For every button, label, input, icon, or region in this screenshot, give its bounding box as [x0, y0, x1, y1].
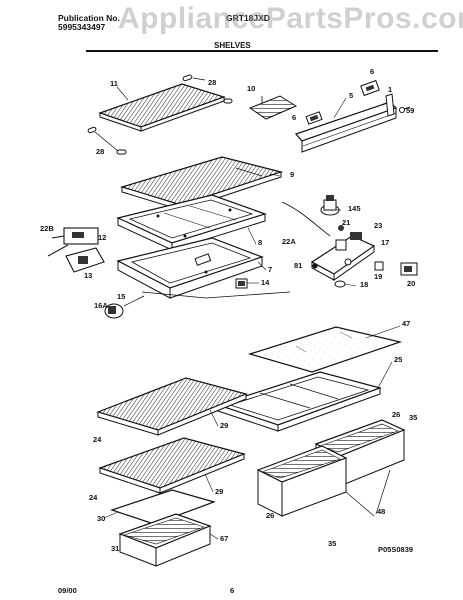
label-21: 21: [342, 218, 350, 227]
label-28-top: 28: [208, 78, 216, 87]
label-29-upper: 29: [220, 421, 228, 430]
shelf-frame-7: [116, 237, 291, 299]
label-15: 15: [117, 292, 125, 301]
socket-15-16a: [104, 295, 145, 319]
light-housing-12: [47, 227, 99, 257]
label-6-right: 6: [370, 67, 374, 76]
footer-page: 6: [230, 586, 235, 595]
label-26-right: 26: [392, 410, 400, 419]
screw-59: [399, 106, 411, 113]
knob-18: [334, 280, 346, 288]
label-22b: 22B: [40, 224, 54, 233]
label-19: 19: [374, 272, 382, 281]
diagram-code: P05S0839: [378, 545, 413, 554]
leader-lines: [103, 86, 401, 540]
label-31: 31: [111, 544, 119, 553]
thermostat-knob-145: [281, 195, 340, 237]
footer-date: 09/00: [58, 586, 77, 595]
clip-19: [374, 261, 384, 271]
label-17: 17: [381, 238, 389, 247]
label-22a: 22A: [282, 237, 296, 246]
label-29-lower: 29: [215, 487, 223, 496]
label-24-lower: 24: [89, 493, 98, 502]
publication-label: Publication No.: [58, 13, 120, 23]
label-14: 14: [261, 278, 270, 287]
screw-81: [312, 263, 318, 269]
label-25: 25: [394, 355, 402, 364]
part-labels: 11 28 28 10 6 6 5 1 59 9 145 21 23 22A 1…: [40, 67, 417, 553]
label-20: 20: [407, 279, 415, 288]
clip-14: [235, 278, 248, 289]
wire-shelf-lower-2: [98, 437, 246, 494]
label-16a: 16A: [94, 301, 108, 310]
label-23: 23: [374, 221, 382, 230]
label-13: 13: [84, 271, 92, 280]
wire-shelf-upper: [98, 83, 226, 132]
clip-6-right: [360, 79, 380, 97]
label-8: 8: [258, 238, 262, 247]
end-cap-1: [385, 93, 395, 117]
shelf-frame-8: [116, 194, 267, 251]
publication-number: 5995343497: [58, 22, 106, 32]
section-title: SHELVES: [214, 41, 251, 50]
label-35-left: 35: [328, 539, 336, 548]
label-35-right: 35: [409, 413, 417, 422]
glass-shelf-47: [247, 326, 403, 373]
label-26-left: 26: [266, 511, 274, 520]
drawer-31: [118, 513, 212, 567]
shelf-support-pins: [87, 74, 233, 155]
crisper-cover-frame-25: [216, 371, 383, 432]
trim-rail: [294, 101, 398, 153]
label-18: 18: [360, 280, 368, 289]
control-box: [310, 225, 376, 281]
label-7: 7: [268, 265, 272, 274]
crisper-drawer-left: [256, 445, 391, 517]
label-10: 10: [247, 84, 255, 93]
label-1: 1: [388, 85, 392, 94]
model-number: GRT18JXD: [226, 13, 270, 23]
label-12: 12: [98, 233, 106, 242]
label-59: 59: [406, 106, 414, 115]
watermark: AppliancePartsPros.com: [118, 2, 463, 35]
wire-shelf-lower-1: [96, 377, 248, 436]
label-6-left: 6: [292, 113, 296, 122]
shelf-bracket-10: [248, 95, 298, 120]
label-9: 9: [290, 170, 294, 179]
label-48: 48: [377, 507, 385, 516]
drawer-cover-30: [110, 489, 216, 525]
label-47: 47: [402, 319, 410, 328]
label-28-bottom: 28: [96, 147, 104, 156]
clip-6-left: [305, 111, 323, 125]
switch-20: [400, 262, 418, 276]
label-30: 30: [97, 514, 105, 523]
label-67: 67: [220, 534, 228, 543]
label-5: 5: [349, 91, 353, 100]
label-24-upper: 24: [93, 435, 102, 444]
header-rule: [86, 50, 438, 52]
label-11: 11: [110, 79, 118, 88]
light-cover-13: [65, 247, 105, 273]
label-145: 145: [348, 204, 361, 213]
label-81: 81: [294, 261, 302, 270]
